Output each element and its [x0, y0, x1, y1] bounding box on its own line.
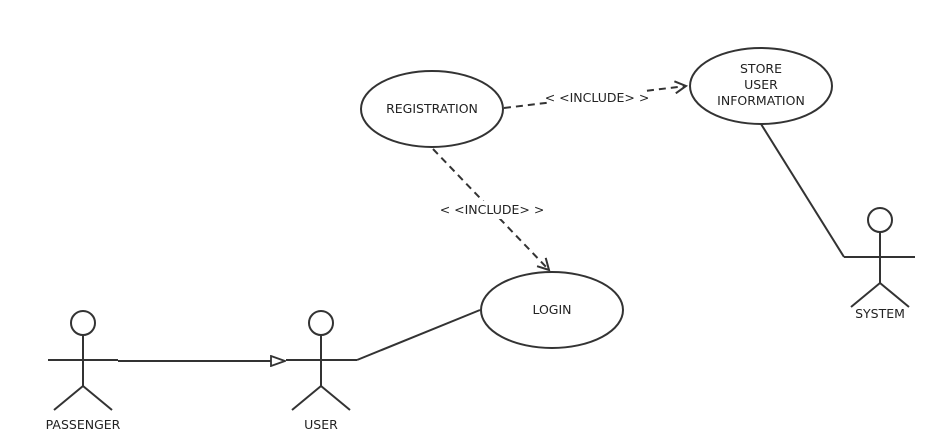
use-case-store-user-information[interactable]: STORE USER INFORMATION: [689, 47, 833, 125]
include-registration-login-arrow: [432, 148, 549, 270]
use-case-login-label: LOGIN: [532, 302, 571, 317]
include-label-store: < <INCLUDE> >: [545, 90, 650, 105]
use-case-registration-label: REGISTRATION: [386, 101, 478, 116]
user-head-icon: [308, 310, 334, 336]
user-login-association: [356, 309, 481, 361]
actor-passenger[interactable]: PASSENGER: [46, 310, 121, 432]
use-case-login[interactable]: LOGIN: [480, 271, 624, 349]
actor-user[interactable]: USER: [286, 310, 357, 432]
actor-user-label: USER: [304, 417, 338, 432]
actor-system[interactable]: SYSTEM: [844, 207, 915, 321]
actor-passenger-label: PASSENGER: [46, 417, 121, 432]
system-head-icon: [867, 207, 893, 233]
include-registration-store-arrow: [503, 86, 686, 109]
use-case-store-label-line1: STORE: [740, 61, 782, 76]
actor-system-label: SYSTEM: [855, 306, 905, 321]
use-case-store-label-line2: USER: [744, 77, 778, 92]
use-case-store-label-line3: INFORMATION: [717, 93, 805, 108]
include-label-login: < <INCLUDE> >: [440, 202, 545, 217]
system-store-association: [760, 123, 845, 258]
passenger-head-icon: [70, 310, 96, 336]
use-case-registration[interactable]: REGISTRATION: [360, 70, 504, 148]
